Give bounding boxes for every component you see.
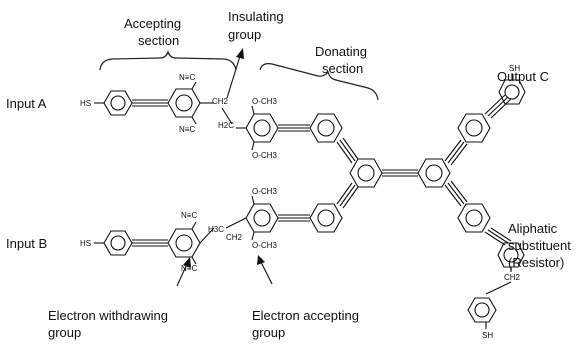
nc-b-bottom-label: N≡C (181, 264, 197, 273)
och3-a-bottom-label: O-CH3 (252, 151, 277, 160)
input-b-label: Input B (6, 236, 47, 251)
ch2-a-label: CH2 (212, 97, 229, 106)
hs-b-label: HS (80, 239, 91, 248)
electron-withdrawing-arrow (176, 257, 191, 287)
nc-a-top-label: N≡C (179, 73, 195, 82)
electron-withdrawing-label: Electron withdrawing group (48, 308, 172, 340)
sh-resistor-label: SH (482, 331, 493, 340)
och3-b-top-label: O-CH3 (252, 187, 277, 196)
h2c-a-label: H2C (218, 121, 234, 130)
input-b-chain (94, 195, 310, 265)
accepting-section-label: Accepting section (124, 16, 185, 48)
electron-accepting-label: Electron accepting group (252, 308, 363, 340)
insulating-group-label: Insulating group (228, 9, 287, 42)
insulating-group-arrow (226, 48, 244, 99)
accepting-section-brace (99, 50, 237, 71)
resistor-branch (467, 227, 525, 329)
och3-a-top-label: O-CH3 (252, 97, 277, 106)
donating-section-label: Donating section (315, 44, 371, 76)
donating-section-brace (259, 63, 379, 101)
sh-output-label: SH (509, 64, 520, 73)
hs-a-label: HS (80, 99, 91, 108)
h3c-b-label: H3C (208, 225, 224, 234)
central-core (309, 113, 491, 233)
input-a-label: Input A (6, 96, 47, 111)
och3-b-bottom-label: O-CH3 (252, 241, 277, 250)
output-c-branch (484, 73, 526, 119)
input-a-chain (94, 81, 310, 151)
output-c-label: Output C (497, 69, 549, 84)
nc-b-top-label: N≡C (181, 211, 197, 220)
aliphatic-substituent-label: Aliphatic substituent (Resistor) (508, 221, 575, 270)
electron-accepting-arrow (257, 255, 273, 285)
ch2-b-label: CH2 (226, 233, 243, 242)
nc-a-bottom-label: N≡C (179, 125, 195, 134)
ch2-resistor-label: CH2 (504, 273, 521, 282)
